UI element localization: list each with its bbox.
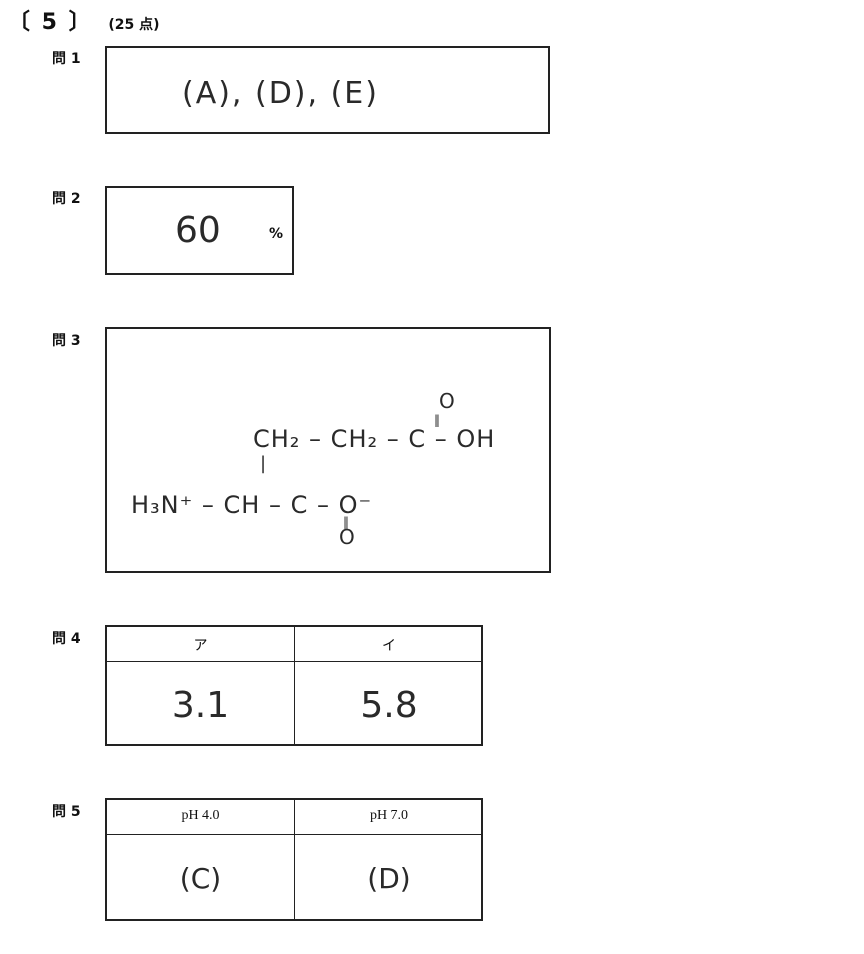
- question-2-answer-box[interactable]: 60 %: [105, 186, 294, 275]
- question-5-answer-table: pH 4.0 pH 7.0 (C) (D): [105, 798, 483, 921]
- question-1-answer: (A), (D), (E): [182, 76, 379, 111]
- question-2-label: 問 2: [52, 191, 81, 207]
- structure-bottom-double-bond: ‖: [343, 515, 349, 529]
- question-4-answer-i[interactable]: 5.8: [360, 685, 418, 726]
- question-4-header-i: イ: [382, 638, 396, 654]
- structure-main-chain: H₃N⁺ – CH – C – O⁻: [131, 491, 373, 519]
- question-4-label: 問 4: [52, 631, 81, 647]
- question-1-label: 問 1: [52, 51, 81, 67]
- structure-side-chain: CH₂ – CH₂ – C – OH: [253, 425, 496, 453]
- section-header: 〔 5 〕 (25 点): [8, 4, 159, 36]
- section-number: 〔 5 〕: [8, 10, 93, 35]
- question-3-answer-box[interactable]: O ‖ CH₂ – CH₂ – C – OH | H₃N⁺ – CH – C –…: [105, 327, 551, 573]
- question-5-header-ph4: pH 4.0: [181, 808, 220, 823]
- question-5-label: 問 5: [52, 804, 81, 820]
- question-4-answer-a[interactable]: 3.1: [171, 685, 230, 726]
- question-5-answer-ph4[interactable]: (C): [179, 862, 222, 895]
- question-2-unit: %: [269, 226, 284, 242]
- question-2-answer: 60: [175, 210, 221, 251]
- question-5-header-ph7: pH 7.0: [369, 808, 409, 823]
- section-points: (25 点): [108, 17, 160, 33]
- table-column-divider: [294, 627, 295, 744]
- structure-top-double-bond: ‖: [434, 413, 440, 427]
- question-3-label: 問 3: [52, 333, 81, 349]
- question-5-answer-ph7[interactable]: (D): [367, 862, 411, 895]
- table-column-divider: [294, 800, 295, 919]
- question-4-answer-table: ア イ 3.1 5.8: [105, 625, 483, 746]
- question-4-header-a: ア: [193, 638, 208, 654]
- structure-top-oxygen: O: [439, 389, 455, 413]
- structure-single-bond: |: [260, 453, 267, 474]
- structure-bottom-oxygen: O: [339, 525, 355, 549]
- question-1-answer-box[interactable]: (A), (D), (E): [105, 46, 550, 134]
